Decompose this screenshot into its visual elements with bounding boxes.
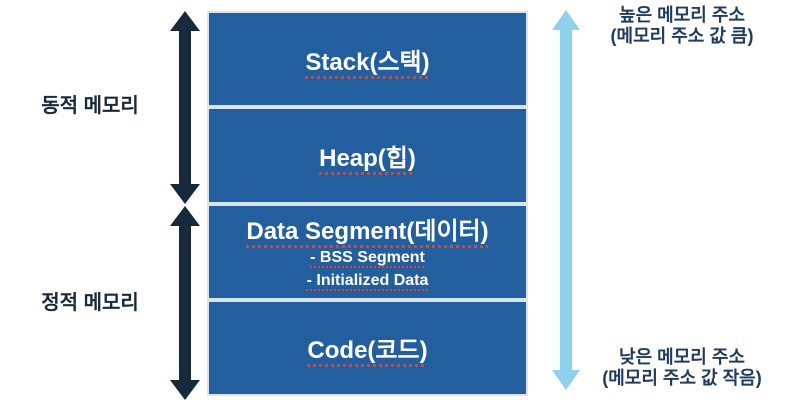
- static-memory-range-arrow: [170, 206, 200, 400]
- segment-data-subitem-initialized: - Initialized Data: [306, 272, 429, 290]
- dynamic-memory-label: 동적 메모리: [41, 95, 139, 117]
- low-address-line2: (메모리 주소 값 작음): [602, 368, 762, 388]
- segment-heap: Heap(힙): [207, 107, 528, 204]
- segment-heap-title: Heap(힙): [319, 144, 416, 172]
- segment-data: Data Segment(데이터) - BSS Segment - Initia…: [207, 203, 528, 300]
- memory-box: Stack(스택) Heap(힙) Data Segment(데이터) - BS…: [207, 11, 528, 396]
- segment-stack-title: Stack(스택): [305, 48, 430, 76]
- low-address-label: 낮은 메모리 주소 (메모리 주소 값 작음): [582, 347, 782, 389]
- high-address-label: 높은 메모리 주소 (메모리 주소 값 큼): [582, 5, 782, 47]
- segment-stack: Stack(스택): [207, 11, 528, 108]
- low-address-line1: 낮은 메모리 주소: [619, 347, 745, 367]
- segment-code: Code(코드): [207, 299, 528, 396]
- high-address-line2: (메모리 주소 값 큼): [610, 26, 754, 46]
- segment-data-subitem-bss: - BSS Segment: [310, 249, 425, 267]
- segment-data-title: Data Segment(데이터): [246, 218, 489, 246]
- dynamic-memory-range-arrow: [170, 11, 200, 204]
- memory-address-direction-arrow: [552, 10, 580, 390]
- segment-code-title: Code(코드): [307, 337, 428, 365]
- high-address-line1: 높은 메모리 주소: [619, 5, 745, 25]
- static-memory-label: 정적 메모리: [41, 292, 139, 314]
